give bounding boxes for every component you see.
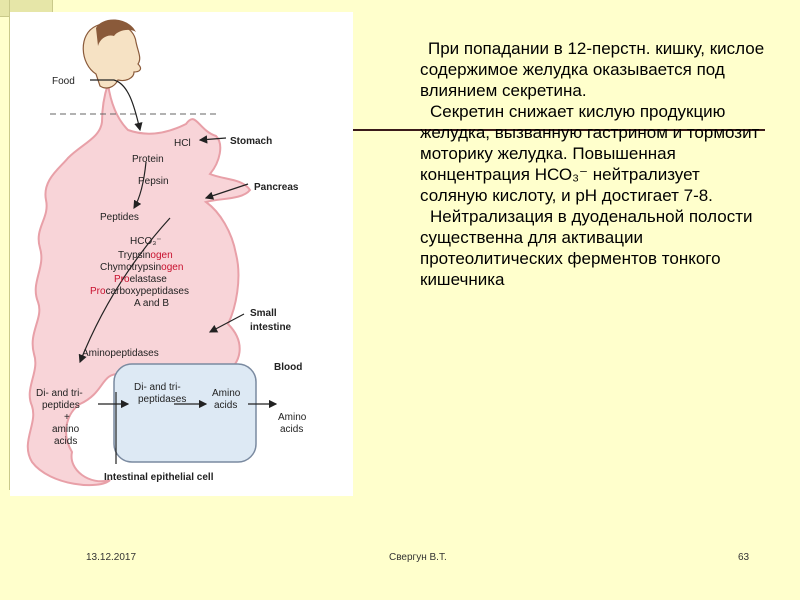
label-di-tri-line3: + [64,412,70,423]
digestion-diagram: Food HCl Stomach Protein Pepsin Pancreas… [10,12,353,496]
human-head-icon [82,19,142,89]
label-amino-in-line2: acids [214,400,237,411]
label-protein: Protein [132,154,164,165]
digestion-diagram-svg: Food HCl Stomach Protein Pepsin Pancreas… [26,19,307,487]
label-epithelial-cell: Intestinal epithelial cell [104,472,214,483]
title-divider-line [352,129,765,131]
label-di-tri-line5: acids [54,436,77,447]
label-hco3: HCO₃⁻ [130,236,162,247]
label-proelastase: Proelastase [114,274,167,285]
footer-date: 13.12.2017 [86,552,137,563]
footer-page-number: 63 [738,552,750,563]
label-peptidases-line2: peptidases [138,394,186,405]
label-blood: Blood [274,362,302,373]
footer-author: Свергун В.Т. [389,552,447,563]
label-aminopeptidases: Aminopeptidases [82,348,159,359]
label-trypsinogen: Trypsinogen [118,250,173,261]
label-pepsin: Pepsin [138,176,169,187]
label-peptides: Peptides [100,212,139,223]
label-pancreas: Pancreas [254,182,299,193]
label-di-tri-line2: peptides [42,400,80,411]
label-intestine: intestine [250,322,292,333]
label-procarboxypeptidases: Procarboxypeptidases [90,286,189,297]
label-a-and-b: A and B [134,298,169,309]
gut-tube [26,83,252,487]
epithelial-cell-shape [113,363,257,463]
label-chymotrypsinogen: Chymotrypsinogen [100,262,183,273]
label-peptidases-line1: Di- and tri- [134,382,181,393]
label-di-tri-line1: Di- and tri- [36,388,83,399]
label-hcl: HCl [174,138,191,149]
label-small: Small [250,308,277,319]
paragraph-2: Секретин снижает кислую продукцию желудк… [420,102,760,205]
pathway-arrows [78,79,278,464]
label-amino-out-line2: acids [280,424,303,435]
label-stomach: Stomach [230,136,272,147]
label-amino-out-line1: Amino [278,412,307,423]
label-amino-in-line1: Amino [212,388,241,399]
left-edge-strip [0,0,10,490]
label-di-tri-line4: amino [52,424,80,435]
slide-text: При попадании в 12-перстн. кишку, кислое… [420,38,772,290]
paragraph-3: Нейтрализация в дуоденальной полости сущ… [420,207,753,289]
paragraph-1: При попадании в 12-перстн. кишку, кислое… [420,39,765,100]
label-food: Food [52,76,75,87]
